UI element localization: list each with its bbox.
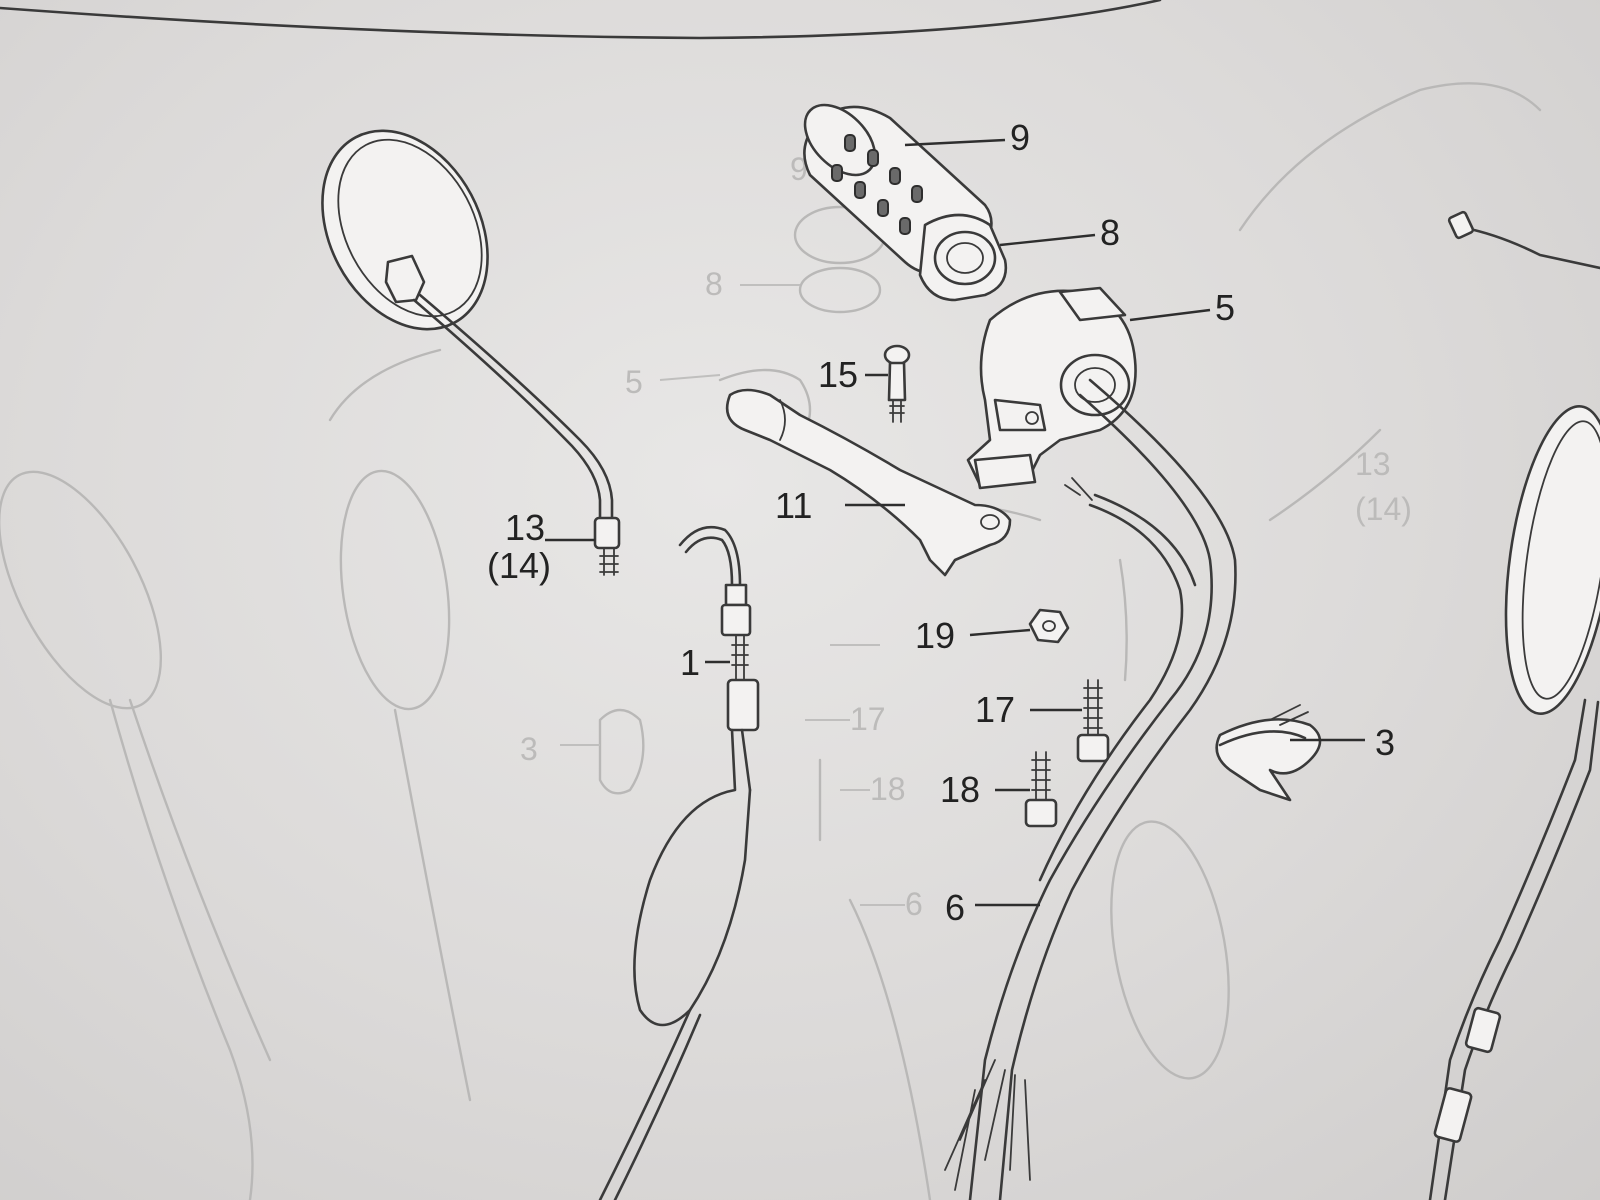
ghost-label-8: 8 bbox=[705, 266, 723, 302]
label-8: 8 bbox=[1100, 212, 1120, 253]
mirror-part bbox=[321, 129, 621, 576]
label-15: 15 bbox=[818, 354, 858, 395]
screw-short-part bbox=[1024, 751, 1058, 828]
label-5: 5 bbox=[1215, 287, 1235, 328]
label-11: 11 bbox=[775, 485, 812, 526]
screw-long-part bbox=[1076, 679, 1110, 763]
ghost-label-17: 17 bbox=[850, 701, 886, 737]
ghost-label-14: (14) bbox=[1355, 491, 1412, 527]
label-18: 18 bbox=[940, 769, 980, 810]
part-labels: 9 8 5 15 11 13 (14) 1 19 17 18 3 6 bbox=[487, 117, 1395, 928]
ghost-label-13: 13 bbox=[1355, 446, 1391, 482]
label-14: (14) bbox=[487, 545, 551, 586]
band-clip-part bbox=[1215, 704, 1322, 802]
nut-part bbox=[1028, 608, 1070, 644]
pivot-bolt-part bbox=[883, 344, 911, 423]
label-1: 1 bbox=[680, 642, 700, 683]
label-6: 6 bbox=[945, 887, 965, 928]
ghost-label-9: 9 bbox=[790, 151, 808, 187]
ghost-drawing bbox=[0, 82, 1542, 1200]
switch-housing-part bbox=[966, 286, 1137, 490]
label-19: 19 bbox=[915, 615, 955, 656]
ghost-labels: 8 5 9 13 (14) 17 18 3 6 bbox=[520, 151, 1412, 922]
label-9: 9 bbox=[1010, 117, 1030, 158]
lever-part bbox=[725, 388, 1012, 577]
leader-lines bbox=[545, 138, 1365, 907]
ghost-label-3: 3 bbox=[520, 731, 538, 767]
label-17: 17 bbox=[975, 689, 1015, 730]
ghost-label-5: 5 bbox=[625, 364, 643, 400]
cable-part bbox=[598, 525, 760, 1200]
right-mirror-part bbox=[1428, 210, 1600, 1200]
wire-harness-part bbox=[944, 378, 1237, 1200]
ghost-label-6: 6 bbox=[905, 886, 923, 922]
label-13: 13 bbox=[505, 507, 545, 548]
collar-part bbox=[918, 213, 1008, 302]
page-border-curve bbox=[0, 0, 1162, 40]
ghost-label-18: 18 bbox=[870, 771, 906, 807]
label-3: 3 bbox=[1375, 722, 1395, 763]
